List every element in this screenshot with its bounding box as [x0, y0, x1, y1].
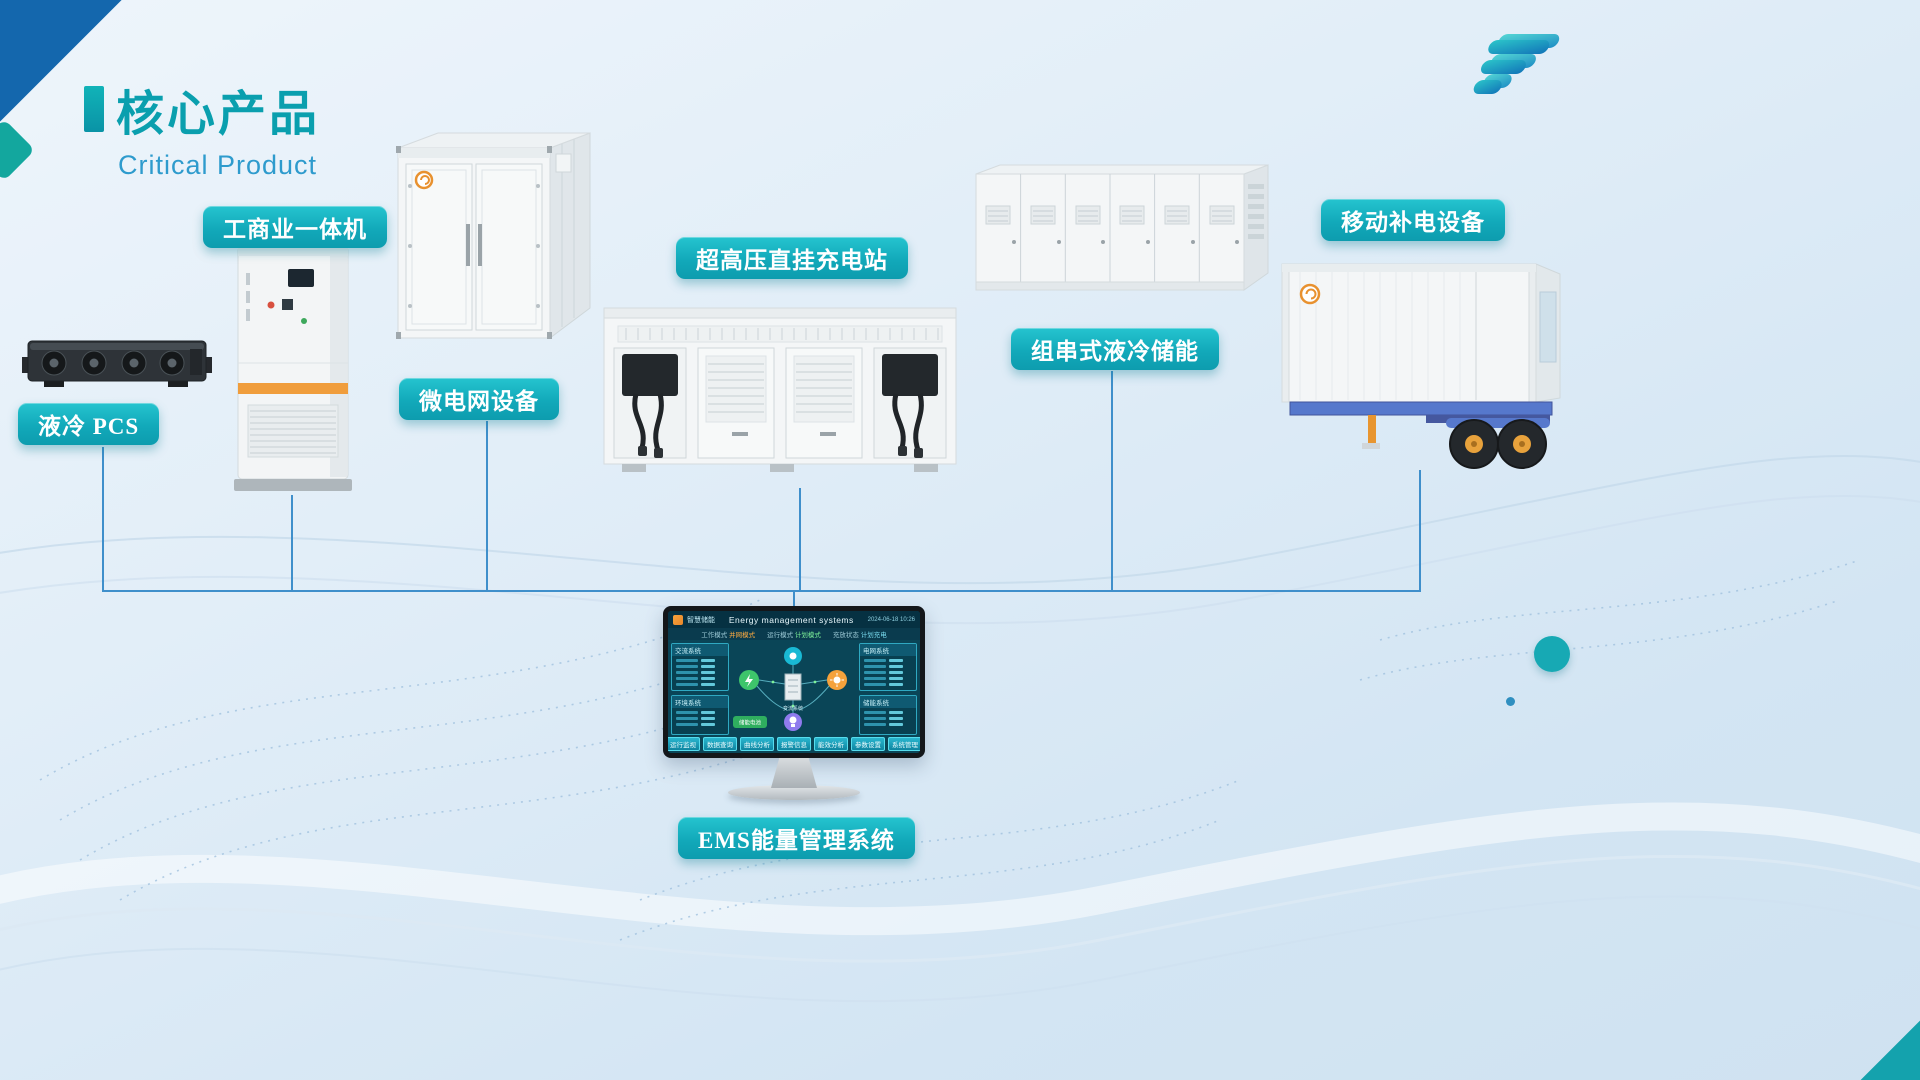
- label-uhv-direct-charging-station: 超高压直挂充电站: [676, 237, 908, 279]
- ems-logo-icon: [673, 614, 683, 625]
- label-text: 超高压直挂充电站: [696, 248, 888, 273]
- panel-row: [676, 665, 724, 668]
- mode-label: 运行模式: [767, 632, 794, 639]
- monitor-stand-neck: [771, 758, 817, 788]
- label-liquid-cooled-pcs: 液冷 PCS: [18, 403, 160, 445]
- panel-row: [864, 671, 912, 674]
- ems-flow-diagram: 变流系统 储能电池: [733, 647, 847, 731]
- connector-mobile: [1419, 470, 1421, 590]
- title-accent-bar: [84, 86, 104, 132]
- mode-label: 充放状态: [832, 632, 859, 639]
- label-text: 组串式液冷储能: [1031, 339, 1199, 364]
- panel-title: 储能系统: [860, 696, 916, 708]
- mode-value: 并网模式: [729, 632, 756, 639]
- mode-value: 计划充电: [860, 632, 887, 639]
- ems-panel-grid: 电网系统: [859, 643, 917, 691]
- label-text: 液冷 PCS: [38, 414, 140, 439]
- panel-title: 电网系统: [860, 644, 916, 656]
- panel-row: [676, 711, 724, 714]
- left-cable-bay: [613, 347, 687, 459]
- label-string-liquid-cooled-storage: 组串式液冷储能: [1011, 328, 1219, 370]
- ems-body: 交流系统 环境系统 电网系统: [668, 640, 920, 753]
- charging-station-image: [603, 307, 957, 472]
- label-commercial-industrial-all-in-one: 工商业一体机: [203, 206, 387, 248]
- label-ems-system: EMS能量管理系统: [678, 817, 915, 859]
- panel-row: [864, 659, 912, 662]
- ems-monitor: 智慧储能 Energy management systems 2024-06-1…: [663, 606, 925, 800]
- dot-decoration-large: [1534, 636, 1570, 672]
- ems-title: Energy management systems: [728, 614, 854, 625]
- label-text: 微电网设备: [419, 389, 539, 414]
- mode-label: 工作模式: [701, 632, 728, 639]
- label-microgrid-equipment: 微电网设备: [399, 378, 559, 420]
- right-cable-bay: [873, 347, 947, 459]
- label-mobile-recharging-equipment: 移动补电设备: [1321, 199, 1505, 241]
- panel-row: [864, 723, 912, 726]
- ems-mode-row: 工作模式 并网模式 运行模式 计划模式 充放状态 计划充电: [668, 628, 920, 640]
- connector-bus: [102, 590, 1421, 592]
- connector-all-in-one: [291, 495, 293, 590]
- ems-panel-storage: 储能系统: [859, 695, 917, 735]
- panel-title: 环境系统: [672, 696, 728, 708]
- ems-screen: 智慧储能 Energy management systems 2024-06-1…: [668, 611, 920, 753]
- panel-row: [864, 717, 912, 720]
- label-text: 工商业一体机: [223, 217, 367, 242]
- ems-button: 曲线分析: [740, 737, 774, 751]
- ems-panel-ac: 交流系统: [671, 643, 729, 691]
- title-block: 核心产品 Critical Product: [84, 74, 320, 181]
- ems-button: 报警信息: [777, 737, 811, 751]
- panel-row: [676, 671, 724, 674]
- ems-brand: 智慧储能: [687, 616, 715, 624]
- dot-decoration-small: [1506, 697, 1515, 706]
- all-in-one-cabinet-image: [234, 246, 352, 491]
- microgrid-container-image: [396, 132, 591, 339]
- ems-button: 系统管理: [888, 737, 920, 751]
- connector-string: [1111, 371, 1113, 590]
- panel-row: [676, 683, 724, 686]
- bottom-right-corner-decoration: [1773, 947, 1920, 1080]
- ems-titlebar: 智慧储能 Energy management systems 2024-06-1…: [668, 611, 920, 628]
- panel-row: [676, 717, 724, 720]
- brand-logo-icon: [1473, 34, 1560, 94]
- mode-value: 计划模式: [794, 632, 821, 639]
- panel-row: [864, 677, 912, 680]
- battery-chip-label: 储能电池: [739, 719, 762, 727]
- panel-row: [676, 659, 724, 662]
- ems-button: 运行监视: [668, 737, 700, 751]
- connector-charging: [799, 488, 801, 590]
- panel-row: [864, 665, 912, 668]
- label-text: 移动补电设备: [1341, 210, 1485, 235]
- ems-button: 能效分析: [814, 737, 848, 751]
- ems-datetime: 2024-06-18 10:26: [867, 616, 915, 623]
- connector-pcs: [102, 447, 104, 590]
- monitor-bezel: 智慧储能 Energy management systems 2024-06-1…: [663, 606, 925, 758]
- mobile-recharging-trailer-image: [1281, 263, 1561, 469]
- liquid-cooled-pcs-image: [22, 340, 212, 387]
- connector-microgrid: [486, 421, 488, 590]
- label-text: EMS能量管理系统: [698, 828, 895, 853]
- ems-button-row: 运行监视 数据查询 曲线分析 报警信息 能效分析 参数设置 系统管理: [668, 737, 920, 751]
- center-label: 变流系统: [783, 705, 803, 712]
- panel-row: [676, 677, 724, 680]
- ems-button: 数据查询: [703, 737, 737, 751]
- panel-title: 交流系统: [672, 644, 728, 656]
- ems-panel-env: 环境系统: [671, 695, 729, 735]
- page-subtitle: Critical Product: [118, 150, 318, 180]
- panel-row: [676, 723, 724, 726]
- string-storage-container-image: [975, 164, 1269, 291]
- page-title: 核心产品: [116, 88, 321, 141]
- panel-row: [864, 711, 912, 714]
- panel-row: [864, 683, 912, 686]
- ems-button: 参数设置: [851, 737, 885, 751]
